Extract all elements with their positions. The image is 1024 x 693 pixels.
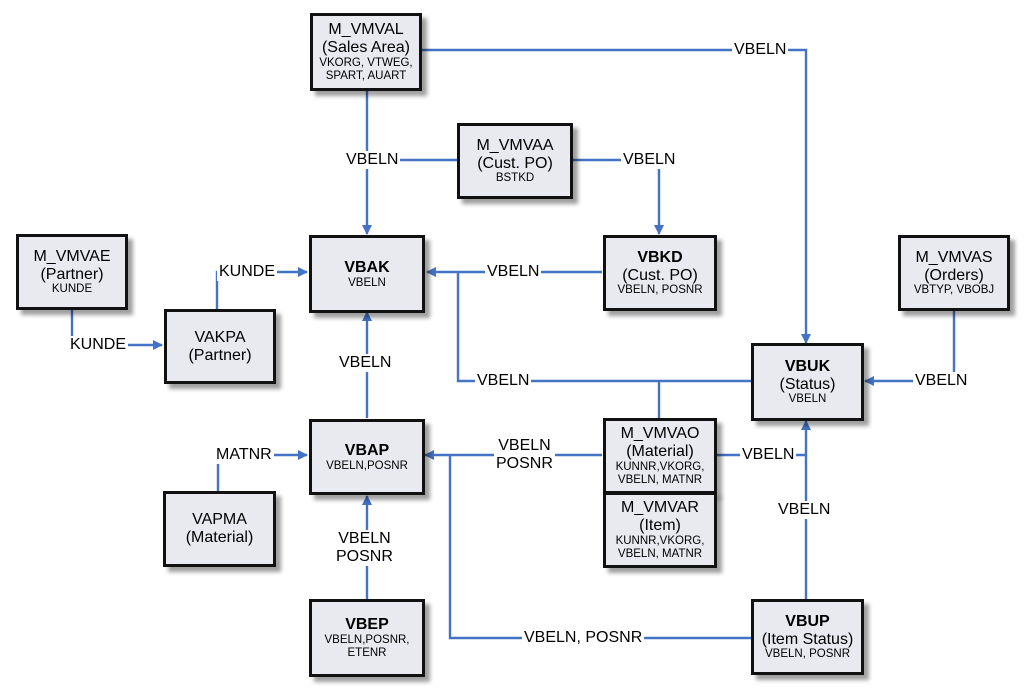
edge-label-vmval-vbuk: VBELN [732, 41, 789, 59]
node-vbup[interactable]: VBUP (Item Status) VBELN, POSNR [751, 599, 864, 675]
node-subtitle: (Cust. PO) [622, 266, 698, 284]
edge-label-vbap-vbak: VBELN [337, 354, 394, 372]
node-subtitle: (Material) [185, 529, 254, 546]
node-vbkd[interactable]: VBKD (Cust. PO) VBELN, POSNR [603, 235, 717, 311]
edge-label-vmvao-vbuk: VBELN [740, 446, 797, 464]
edge-vbup-vbap [448, 455, 751, 640]
node-title: VAPMA [192, 511, 247, 529]
node-fields: VBELN [348, 276, 386, 289]
node-m-vmvae[interactable]: M_VMVAE (Partner) KUNDE [16, 234, 128, 310]
edge-vmval-vbuk [421, 48, 811, 344]
edge-label-vbep-vbap: VBELN POSNR [334, 530, 395, 566]
node-title: VAKPA [194, 328, 246, 346]
node-fields: BSTKD [495, 172, 535, 185]
node-fields: KUNDE [51, 283, 93, 296]
node-subtitle: (Item Status) [761, 630, 854, 648]
node-subtitle: (Status) [779, 375, 836, 393]
edge-label-vakpa-vbak: KUNDE [217, 263, 278, 281]
node-fields: KUNNR,VKORG, VBELN, MATNR [615, 461, 705, 486]
node-vbak[interactable]: VBAK VBELN [309, 235, 425, 313]
node-vbep[interactable]: VBEP VBELN,POSNR, ETENR [309, 599, 425, 677]
node-m-vmval[interactable]: M_VMVAL (Sales Area) VKORG, VTWEG, SPART… [310, 13, 422, 91]
node-subtitle: (Item) [639, 517, 681, 535]
node-fields: VBELN,POSNR, ETENR [324, 634, 410, 659]
node-vbap[interactable]: VBAP VBELN,POSNR [309, 419, 425, 495]
node-title: VBUK [784, 357, 831, 375]
edge-vmvaa-vbkd [573, 158, 664, 235]
node-title: VBAP [344, 441, 390, 459]
node-title: VBAK [344, 258, 390, 276]
node-subtitle: (Material) [626, 443, 694, 461]
edge-label-vmvaa-vbkd: VBELN [621, 151, 678, 169]
edge-label-vbkd-vbak: VBELN [485, 263, 542, 281]
node-title: M_VMVAE [33, 247, 111, 265]
node-title: VBEP [345, 616, 389, 634]
node-vbuk[interactable]: VBUK (Status) VBELN [751, 343, 864, 421]
node-subtitle: (Cust. PO) [477, 154, 553, 172]
edge-label-vmvae-vakpa: KUNDE [68, 336, 129, 354]
node-m-vmvar[interactable]: M_VMVAR (Item) KUNNR,VKORG, VBELN, MATNR [603, 492, 717, 568]
node-fields: VBTYP, VBOBJ [913, 284, 995, 297]
edge-label-vmval-vbak: VBELN [344, 151, 401, 169]
edge-label-vapma-vbap: MATNR [214, 446, 274, 464]
node-fields: VBELN [788, 393, 827, 406]
node-vakpa[interactable]: VAKPA (Partner) [164, 309, 276, 384]
edge-label-vbuk-vbak: VBELN [475, 372, 532, 390]
node-fields: KUNNR,VKORG, VBELN, MATNR [615, 535, 705, 560]
edge-label-vbup-vbuk: VBELN [776, 501, 833, 519]
node-title: M_VMVAL [328, 21, 404, 39]
node-fields: VKORG, VTWEG, SPART, AUART [319, 57, 413, 82]
node-fields: VBELN,POSNR [326, 459, 408, 472]
node-subtitle: (Partner) [40, 265, 104, 283]
node-title: M_VMVAS [915, 248, 993, 266]
node-fields: VBELN, POSNR [617, 284, 703, 297]
node-m-vmvas[interactable]: M_VMVAS (Orders) VBTYP, VBOBJ [898, 235, 1010, 311]
node-subtitle: (Orders) [924, 266, 984, 284]
edge-label-vmvas-vbuk: VBELN [913, 372, 970, 390]
edge-vmvas-vbuk [864, 309, 956, 386]
node-m-vmvao[interactable]: M_VMVAO (Material) KUNNR,VKORG, VBELN, M… [603, 418, 717, 494]
node-subtitle: (Partner) [188, 346, 252, 364]
node-m-vmvaa[interactable]: M_VMVAA (Cust. PO) BSTKD [457, 123, 573, 199]
node-vapma[interactable]: VAPMA (Material) [163, 491, 276, 567]
node-title: VBUP [785, 612, 830, 630]
node-fields: VBELN, POSNR [765, 648, 850, 661]
node-title: VBKD [637, 248, 683, 266]
node-title: M_VMVAR [621, 499, 699, 517]
edge-label-vmvao-vbap: VBELN POSNR [494, 437, 555, 473]
node-title: M_VMVAA [476, 136, 554, 154]
edge-label-vbup-vbap: VBELN, POSNR [522, 629, 645, 647]
edge-vbuk-vbak [456, 272, 751, 383]
node-subtitle: (Sales Area) [321, 39, 411, 57]
node-title: M_VMVAO [620, 425, 700, 443]
